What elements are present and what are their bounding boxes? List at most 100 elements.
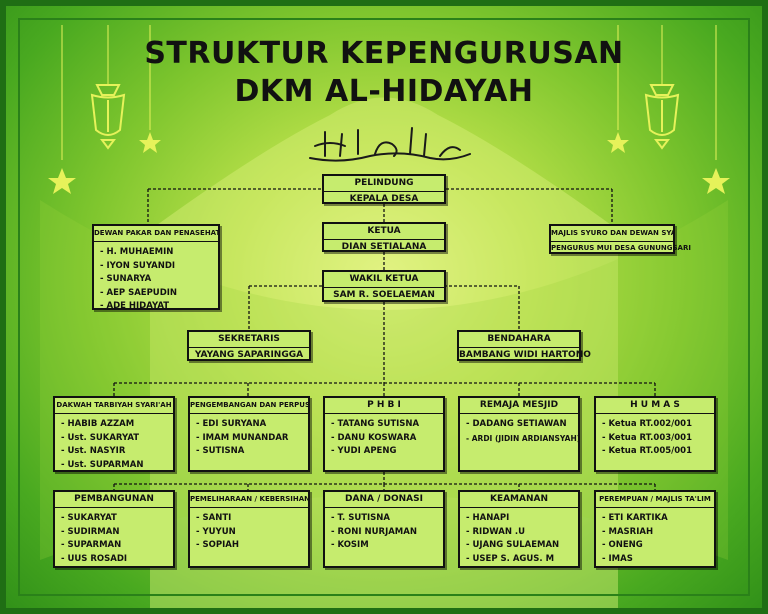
bendahara-title: BENDAHARA bbox=[459, 332, 579, 348]
list-item: KOSIM bbox=[331, 539, 443, 553]
list-item: Ketua RT.002/001 bbox=[602, 418, 714, 432]
list-item: TATANG SUTISNA bbox=[331, 418, 443, 432]
list-item: SUNARYA bbox=[100, 273, 218, 287]
dewan-pakar-title: DEWAN PAKAR DAN PENASEHAT bbox=[94, 226, 218, 242]
majlis-syuro-box: MAJLIS SYURO DAN DEWAN SYARI'AH PENGURUS… bbox=[549, 224, 691, 254]
calligraphy-basmalah-icon bbox=[309, 127, 471, 162]
division-pemeliharaan-box: PEMELIHARAAN / KEBERSIHAN SANTI YUYUN SO… bbox=[188, 490, 310, 568]
inner-frame bbox=[18, 18, 750, 596]
list-item: SUKARYAT bbox=[61, 512, 173, 526]
list-item: SANTI bbox=[196, 512, 308, 526]
list-item: RONI NURJAMAN bbox=[331, 526, 443, 540]
sekretaris-title: SEKRETARIS bbox=[189, 332, 309, 348]
division-list: DADANG SETIAWAN ARDI (JIDIN ARDIANSYAH) bbox=[460, 414, 580, 446]
wakil-ketua-name: SAM R. SOELAEMAN bbox=[333, 290, 435, 300]
list-item: YUYUN bbox=[196, 526, 308, 540]
hanging-strings bbox=[61, 25, 717, 160]
division-pengembangan-box: PENGEMBANGAN DAN PERPUSTAKAAN EDI SURYAN… bbox=[188, 396, 310, 472]
list-item: Ust. NASYIR bbox=[61, 445, 173, 459]
division-title: PEMELIHARAAN / KEBERSIHAN bbox=[190, 492, 308, 508]
list-item: IYON SUYANDI bbox=[100, 260, 218, 274]
division-phbi-box: P H B I TATANG SUTISNA DANU KOSWARA YUDI… bbox=[323, 396, 445, 472]
star-icon bbox=[48, 132, 730, 194]
wakil-ketua-box: WAKIL KETUA SAM R. SOELAEMAN bbox=[322, 270, 446, 302]
list-item: USEP S. AGUS. M bbox=[466, 553, 578, 567]
division-list: Ketua RT.002/001 Ketua RT.003/001 Ketua … bbox=[596, 414, 714, 459]
division-title: PEREMPUAN / MAJLIS TA'LIM bbox=[596, 492, 714, 508]
list-item: ARDI (JIDIN ARDIANSYAH) bbox=[466, 432, 580, 446]
wakil-ketua-title: WAKIL KETUA bbox=[324, 272, 444, 288]
list-item: UUS ROSADI bbox=[61, 553, 173, 567]
list-item: SUPARMAN bbox=[61, 539, 173, 553]
list-item: IMAS bbox=[602, 553, 714, 567]
division-list: ETI KARTIKA MASRIAH ONENG IMAS bbox=[596, 508, 714, 566]
list-item: DADANG SETIAWAN bbox=[466, 418, 578, 432]
pelindung-box: PELINDUNG KEPALA DESA bbox=[322, 174, 446, 204]
ketua-title: KETUA bbox=[324, 224, 444, 240]
list-item: Ust. SUPARMAN bbox=[61, 459, 173, 473]
sekretaris-box: SEKRETARIS YAYANG SAPARINGGA bbox=[187, 330, 311, 361]
list-item: DANU KOSWARA bbox=[331, 432, 443, 446]
list-item: T. SUTISNA bbox=[331, 512, 443, 526]
majlis-syuro-title: MAJLIS SYURO DAN DEWAN SYARI'AH bbox=[551, 226, 673, 242]
division-list: TATANG SUTISNA DANU KOSWARA YUDI APENG bbox=[325, 414, 443, 459]
division-title: PEMBANGUNAN bbox=[55, 492, 173, 508]
list-item: EDI SURYANA bbox=[196, 418, 308, 432]
list-item: ETI KARTIKA bbox=[602, 512, 714, 526]
list-item: HABIB AZZAM bbox=[61, 418, 173, 432]
division-title: H U M A S bbox=[596, 398, 714, 414]
list-item: YUDI APENG bbox=[331, 445, 443, 459]
division-title: PENGEMBANGAN DAN PERPUSTAKAAN bbox=[190, 398, 308, 414]
ketua-name: DIAN SETIALANA bbox=[341, 242, 427, 252]
list-item: Ketua RT.005/001 bbox=[602, 445, 714, 459]
division-list: T. SUTISNA RONI NURJAMAN KOSIM bbox=[325, 508, 443, 553]
hanging-lantern-icon bbox=[90, 84, 126, 150]
list-item: UJANG SULAEMAN bbox=[466, 539, 578, 553]
majlis-syuro-name: PENGURUS MUI DESA GUNUNGSARI bbox=[551, 244, 691, 252]
division-humas-box: H U M A S Ketua RT.002/001 Ketua RT.003/… bbox=[594, 396, 716, 472]
division-title: P H B I bbox=[325, 398, 443, 414]
division-list: EDI SURYANA IMAM MUNANDAR SUTISNA bbox=[190, 414, 308, 459]
list-item: Ust. SUKARYAT bbox=[61, 432, 173, 446]
list-item: AEP SAEPUDIN bbox=[100, 287, 218, 301]
dewan-pakar-box: DEWAN PAKAR DAN PENASEHAT H. MUHAEMIN IY… bbox=[92, 224, 220, 311]
dewan-pakar-list: H. MUHAEMIN IYON SUYANDI SUNARYA AEP SAE… bbox=[94, 242, 218, 314]
division-pembangunan-box: PEMBANGUNAN SUKARYAT SUDIRMAN SUPARMAN U… bbox=[53, 490, 175, 568]
dome-silhouette bbox=[150, 97, 618, 614]
division-list: HANAPI RIDWAN .U UJANG SULAEMAN USEP S. … bbox=[460, 508, 578, 566]
bendahara-box: BENDAHARA BAMBANG WIDI HARTONO bbox=[457, 330, 591, 361]
hanging-lantern-icon bbox=[644, 84, 680, 150]
list-item: ONENG bbox=[602, 539, 714, 553]
list-item: H. MUHAEMIN bbox=[100, 246, 218, 260]
division-title: DANA / DONASI bbox=[325, 492, 443, 508]
pelindung-title: PELINDUNG bbox=[324, 176, 444, 192]
division-dakwah-box: DAKWAH TARBIYAH SYARI'AH HABIB AZZAM Ust… bbox=[53, 396, 175, 472]
pelindung-name: KEPALA DESA bbox=[349, 194, 419, 204]
page-title: STRUKTUR KEPENGURUSAN bbox=[144, 36, 624, 71]
list-item: SUTISNA bbox=[196, 445, 308, 459]
division-title: KEAMANAN bbox=[460, 492, 578, 508]
division-title: DAKWAH TARBIYAH SYARI'AH bbox=[55, 398, 173, 414]
list-item: IMAM MUNANDAR bbox=[196, 432, 308, 446]
list-item: SOPIAH bbox=[196, 539, 308, 553]
division-perempuan-box: PEREMPUAN / MAJLIS TA'LIM ETI KARTIKA MA… bbox=[594, 490, 716, 568]
division-list: SANTI YUYUN SOPIAH bbox=[190, 508, 308, 553]
list-item: SUDIRMAN bbox=[61, 526, 173, 540]
list-item: ADE HIDAYAT bbox=[100, 300, 218, 314]
page-subtitle: DKM AL-HIDAYAH bbox=[234, 74, 534, 109]
division-remaja-mesjid-box: REMAJA MESJID DADANG SETIAWAN ARDI (JIDI… bbox=[458, 396, 580, 472]
division-keamanan-box: KEAMANAN HANAPI RIDWAN .U UJANG SULAEMAN… bbox=[458, 490, 580, 568]
division-title: REMAJA MESJID bbox=[460, 398, 578, 414]
list-item: MASRIAH bbox=[602, 526, 714, 540]
sekretaris-name: YAYANG SAPARINGGA bbox=[194, 350, 304, 360]
division-list: SUKARYAT SUDIRMAN SUPARMAN UUS ROSADI bbox=[55, 508, 173, 566]
division-list: HABIB AZZAM Ust. SUKARYAT Ust. NASYIR Us… bbox=[55, 414, 173, 472]
division-dana-box: DANA / DONASI T. SUTISNA RONI NURJAMAN K… bbox=[323, 490, 445, 568]
list-item: RIDWAN .U bbox=[466, 526, 578, 540]
bendahara-name: BAMBANG WIDI HARTONO bbox=[459, 350, 591, 360]
list-item: Ketua RT.003/001 bbox=[602, 432, 714, 446]
list-item: HANAPI bbox=[466, 512, 578, 526]
